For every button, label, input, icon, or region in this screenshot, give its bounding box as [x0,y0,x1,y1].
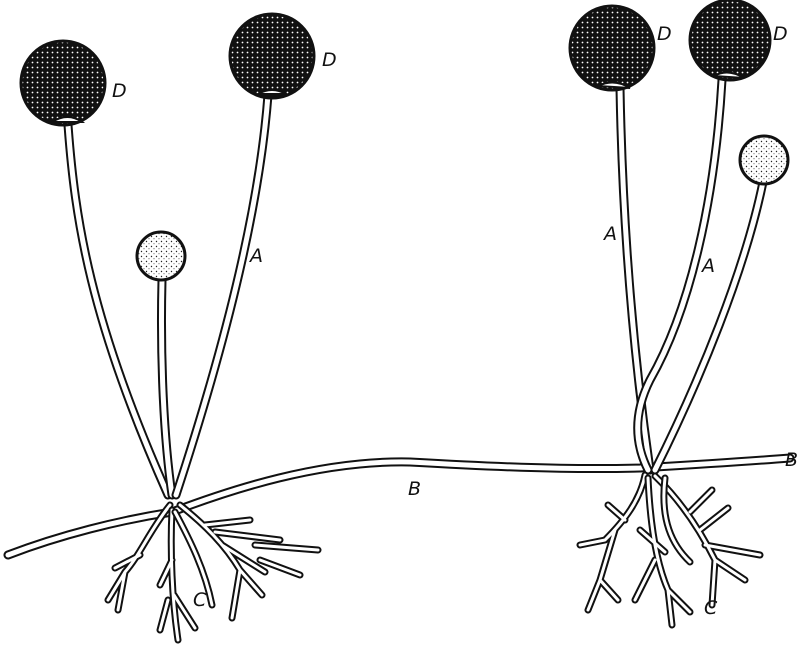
label-stolon: B [785,449,798,471]
sporangium-mature [690,0,770,80]
sporangium-young [740,136,788,184]
left-sporangiophores [68,95,268,495]
label-sporangiophore: A [602,223,617,245]
label-sporangiophore: A [248,245,263,267]
label-sporangium: D [773,23,788,45]
label-sporangium: D [112,80,127,102]
sporangium-young [137,232,185,280]
sporangium-mature [570,6,654,90]
label-rhizoids: C [193,589,207,611]
label-sporangium: D [322,49,337,71]
right-rhizoids [580,475,760,625]
label-sporangiophore: A [700,255,715,277]
sporangium-mature [21,41,105,125]
left-sporangia [21,14,314,280]
right-sporangiophores [620,80,763,470]
right-sporangia [570,0,788,184]
label-stolon: B [408,478,421,500]
sporangium-mature [230,14,314,98]
left-rhizoids [108,505,318,640]
label-sporangium: D [657,23,672,45]
label-rhizoids: C [704,597,718,619]
